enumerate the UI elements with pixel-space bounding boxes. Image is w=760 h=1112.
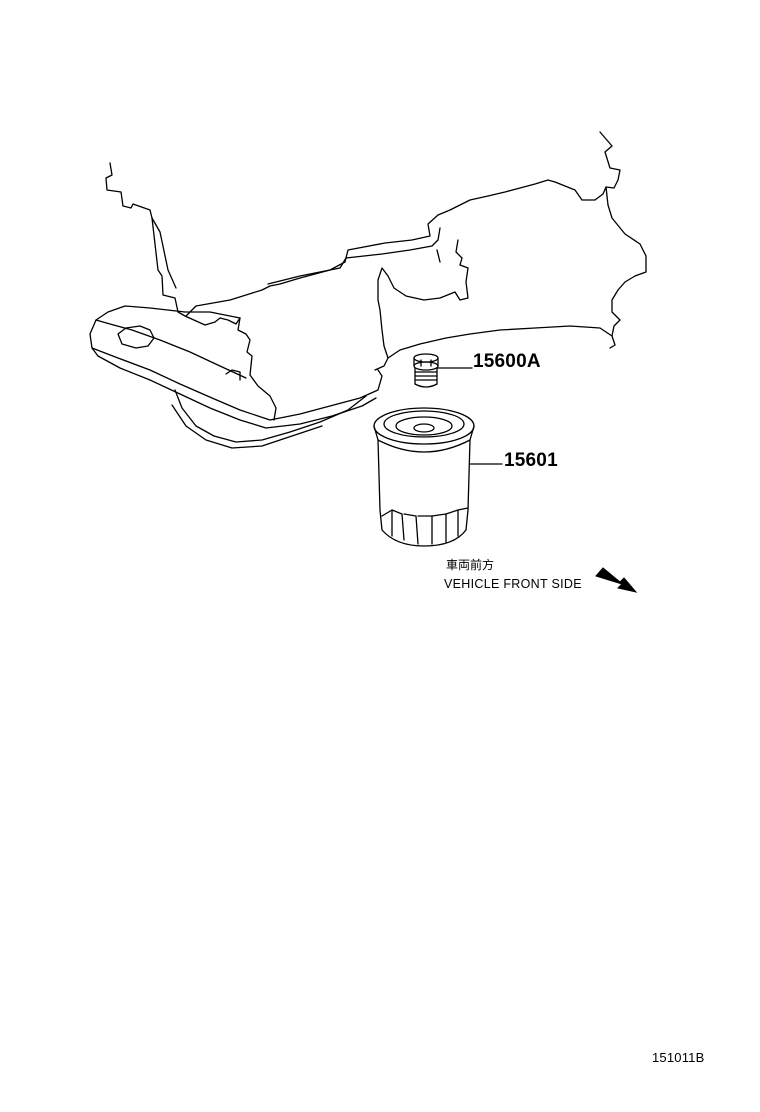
oil-filter-15601: [373, 407, 475, 547]
engine-block-outline: [89, 131, 647, 449]
part-number-15601[interactable]: 15601: [504, 450, 558, 471]
part-number-15600A[interactable]: 15600A: [473, 351, 541, 372]
illustration-code: 151011B: [652, 1050, 705, 1065]
vehicle-front-arrow-icon: [595, 567, 638, 593]
direction-label-english: VEHICLE FRONT SIDE: [444, 577, 582, 591]
direction-label-japanese: 車両前方: [446, 558, 495, 572]
drain-plug-15600A: [413, 353, 439, 388]
